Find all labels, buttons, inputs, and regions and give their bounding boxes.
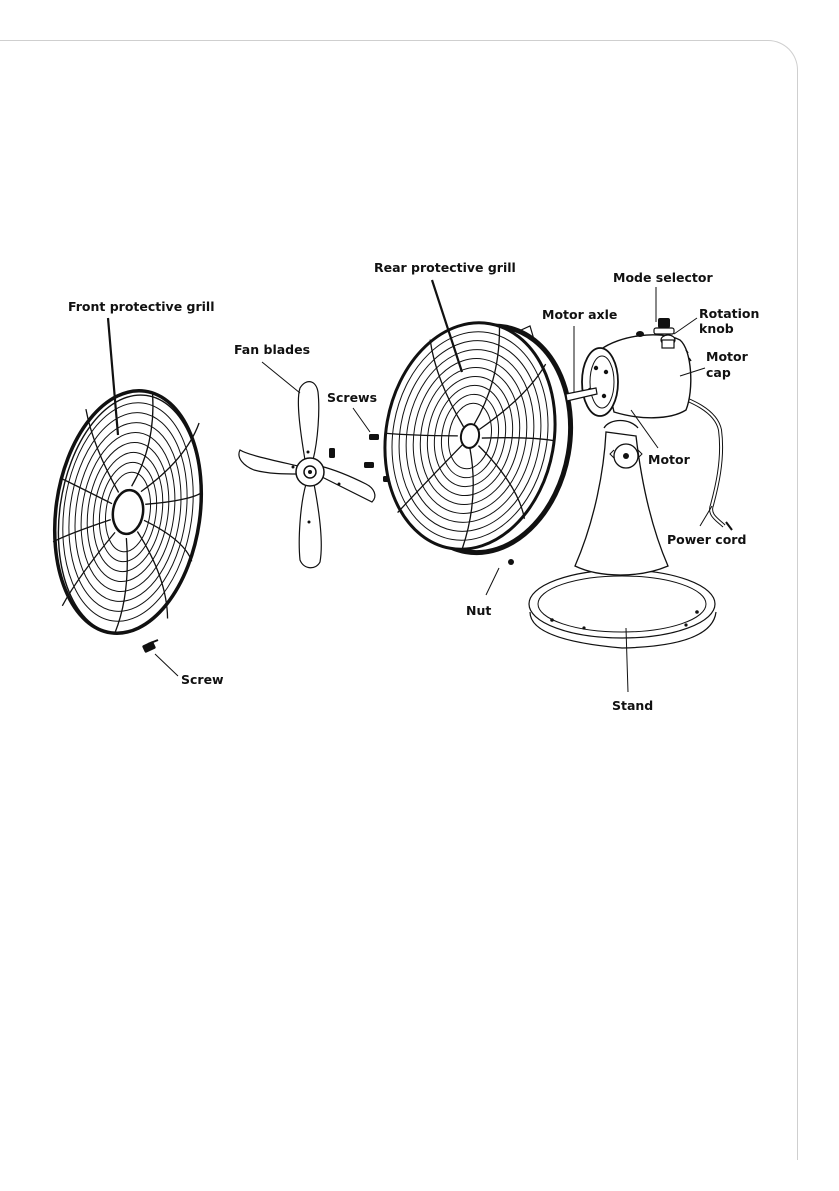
label-rotation-knob-line1: Rotation <box>699 306 759 321</box>
label-rotation-knob-line2: knob <box>699 321 734 336</box>
label-front-grill: Front protective grill <box>68 299 214 314</box>
label-fan-blades: Fan blades <box>234 342 310 357</box>
label-screw: Screw <box>181 672 224 687</box>
label-power-cord: Power cord <box>667 532 746 547</box>
label-screws: Screws <box>327 390 377 405</box>
label-nut: Nut <box>466 603 491 618</box>
nut-part <box>508 559 514 565</box>
label-mode-selector: Mode selector <box>613 270 713 285</box>
screw-part <box>142 640 158 653</box>
label-motor-cap-line1: Motor <box>706 349 749 364</box>
front-grill <box>40 381 217 643</box>
label-rear-grill: Rear protective grill <box>374 260 516 275</box>
label-motor: Motor <box>648 452 691 467</box>
label-motor-cap-line2: cap <box>706 365 731 380</box>
label-stand: Stand <box>612 698 653 713</box>
rear-grill <box>367 309 588 566</box>
label-motor-axle: Motor axle <box>542 307 617 322</box>
